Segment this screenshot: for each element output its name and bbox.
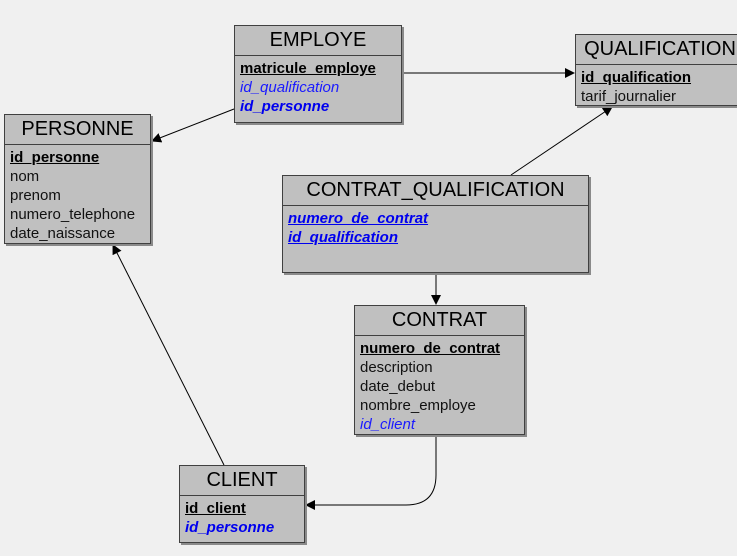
attribute-id-personne: id_personne <box>10 149 100 166</box>
attribute-nombre-employe: nombre_employe <box>360 397 476 414</box>
entity-employe[interactable]: EMPLOYE matricule_employe id_qualificatio… <box>234 25 402 123</box>
attribute-numero-telephone: numero_telephone <box>10 206 136 223</box>
attribute-id-qualification: id_qualification <box>288 229 399 246</box>
entity-contrat[interactable]: CONTRAT numero_de_contrat description date… <box>354 305 525 435</box>
entity-title: PERSONNE <box>5 115 150 145</box>
attribute-id-client: id_client <box>360 416 416 433</box>
attribute-numero-de-contrat: numero_de_contrat <box>288 210 429 227</box>
entity-title: CONTRAT_QUALIFICATION <box>283 176 588 206</box>
entity-qualification[interactable]: QUALIFICATION id_qualification tarif_jour… <box>575 34 737 106</box>
attribute-list: id_client id_personne <box>180 496 304 537</box>
attribute-list: matricule_employe id_qualification id_pers… <box>235 56 401 116</box>
attribute-list: numero_de_contrat id_qualification <box>283 206 588 247</box>
attribute-id-personne: id_personne <box>240 98 330 115</box>
attribute-date-naissance: date_naissance <box>10 225 116 242</box>
relation-employe-personne <box>151 108 235 143</box>
attribute-id-qualification: id_qualification <box>581 69 692 86</box>
relation-contrat-client <box>305 435 437 510</box>
entity-title: EMPLOYE <box>235 26 401 56</box>
attribute-matricule-employe: matricule_employe <box>240 60 376 77</box>
attribute-id-client: id_client <box>185 500 246 517</box>
attribute-tarif-journalier: tarif_journalier <box>581 88 677 105</box>
attribute-prenom: prenom <box>10 187 61 204</box>
entity-title: QUALIFICATION <box>576 35 737 65</box>
attribute-description: description <box>360 359 433 376</box>
attribute-nom: nom <box>10 168 40 185</box>
attribute-numero-de-contrat: numero_de_contrat <box>360 340 501 357</box>
attribute-list: id_qualification tarif_journalier <box>576 65 737 105</box>
attribute-id-personne: id_personne <box>185 519 275 536</box>
relation-contratqualif-qualification <box>510 106 613 176</box>
entity-title: CLIENT <box>180 466 304 496</box>
attribute-date-debut: date_debut <box>360 378 436 395</box>
entity-client[interactable]: CLIENT id_client id_personne <box>179 465 305 543</box>
attribute-id-qualification: id_qualification <box>240 79 340 96</box>
entity-title: CONTRAT <box>355 306 524 336</box>
relation-client-personne <box>112 244 225 466</box>
